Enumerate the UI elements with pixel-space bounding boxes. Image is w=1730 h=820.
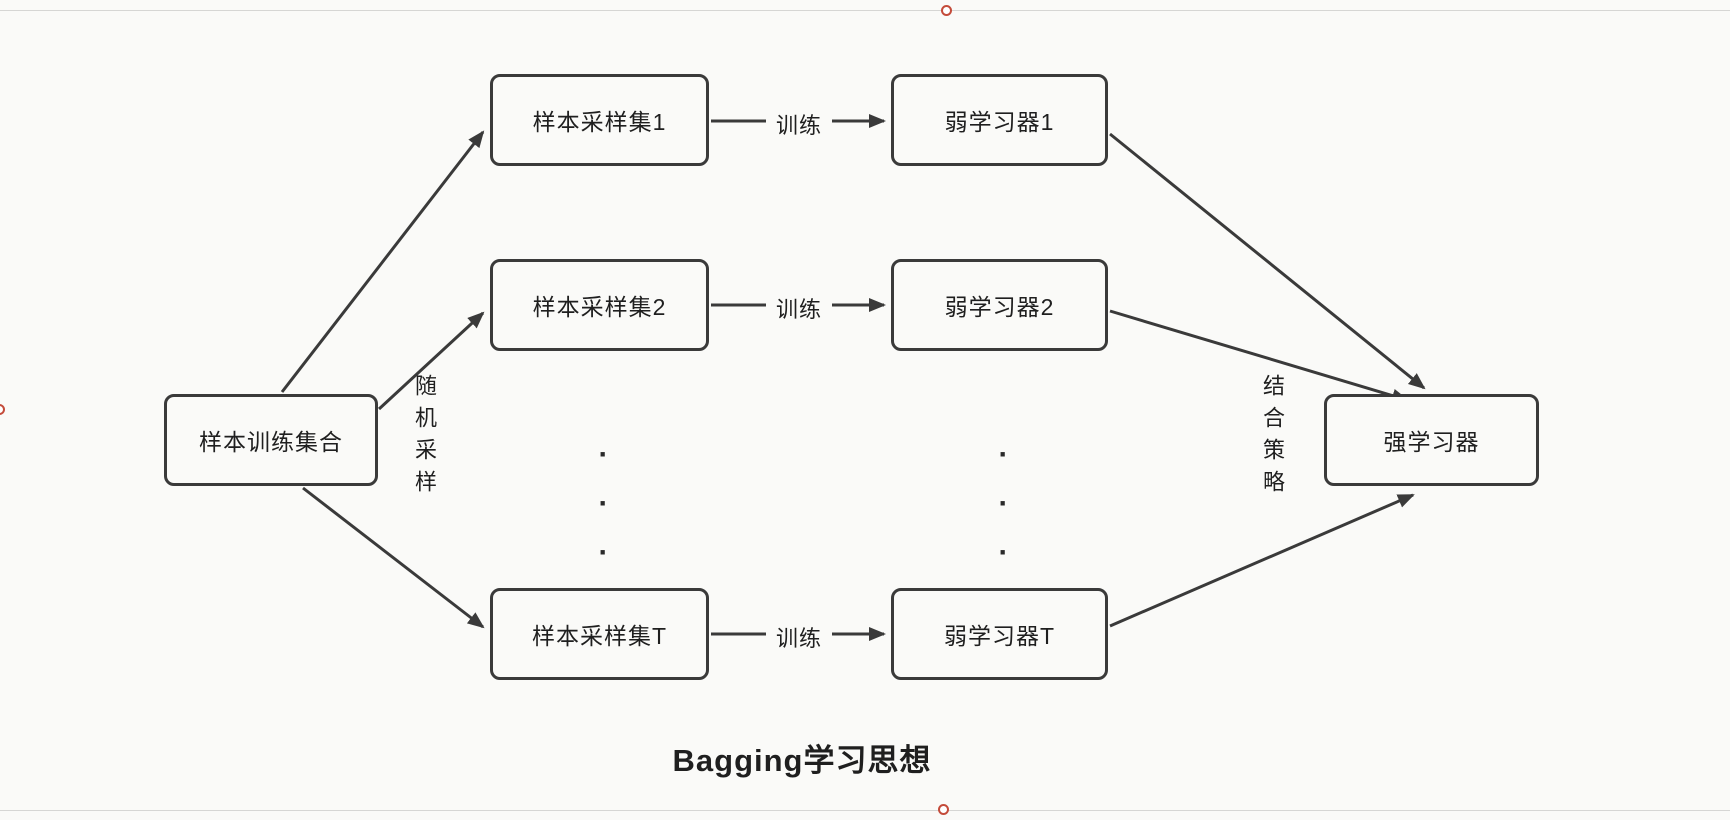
selection-handle-top[interactable] (941, 5, 952, 16)
selection-frame-top (0, 10, 1730, 11)
ellipsis-weak-column: ··· (987, 438, 1020, 585)
node-weak-learner-1: 弱学习器1 (891, 74, 1108, 166)
label-train-1: 训练 (766, 108, 832, 140)
node-weak-learner-T: 弱学习器T (891, 588, 1108, 680)
edge-weak2-strong (1109, 309, 1409, 403)
label-train-2: 训练 (766, 292, 832, 324)
edge-source-sampleT (302, 486, 485, 629)
node-sample-set-1: 样本采样集1 (490, 74, 709, 166)
label-combine-strategy: 结合策略 (1260, 374, 1285, 502)
node-source-set: 样本训练集合 (164, 394, 378, 486)
edge-weak1-strong (1109, 132, 1426, 390)
ellipsis-sample-column: ··· (587, 438, 620, 585)
node-weak-learner-2: 弱学习器2 (891, 259, 1108, 351)
edge-source-sample1 (280, 130, 485, 393)
node-sample-set-T: 样本采样集T (490, 588, 709, 680)
edge-source-sample2 (377, 311, 485, 411)
selection-frame-bottom (0, 810, 1730, 811)
edge-weakT-strong (1109, 493, 1415, 628)
node-strong-learner: 强学习器 (1324, 394, 1539, 486)
label-random-sampling: 随机采样 (412, 374, 437, 502)
label-train-T: 训练 (766, 621, 832, 653)
selection-handle-bottom[interactable] (938, 804, 949, 815)
selection-handle-left[interactable] (0, 404, 5, 415)
diagram-title: Bagging学习思想 (672, 743, 932, 778)
node-sample-set-2: 样本采样集2 (490, 259, 709, 351)
